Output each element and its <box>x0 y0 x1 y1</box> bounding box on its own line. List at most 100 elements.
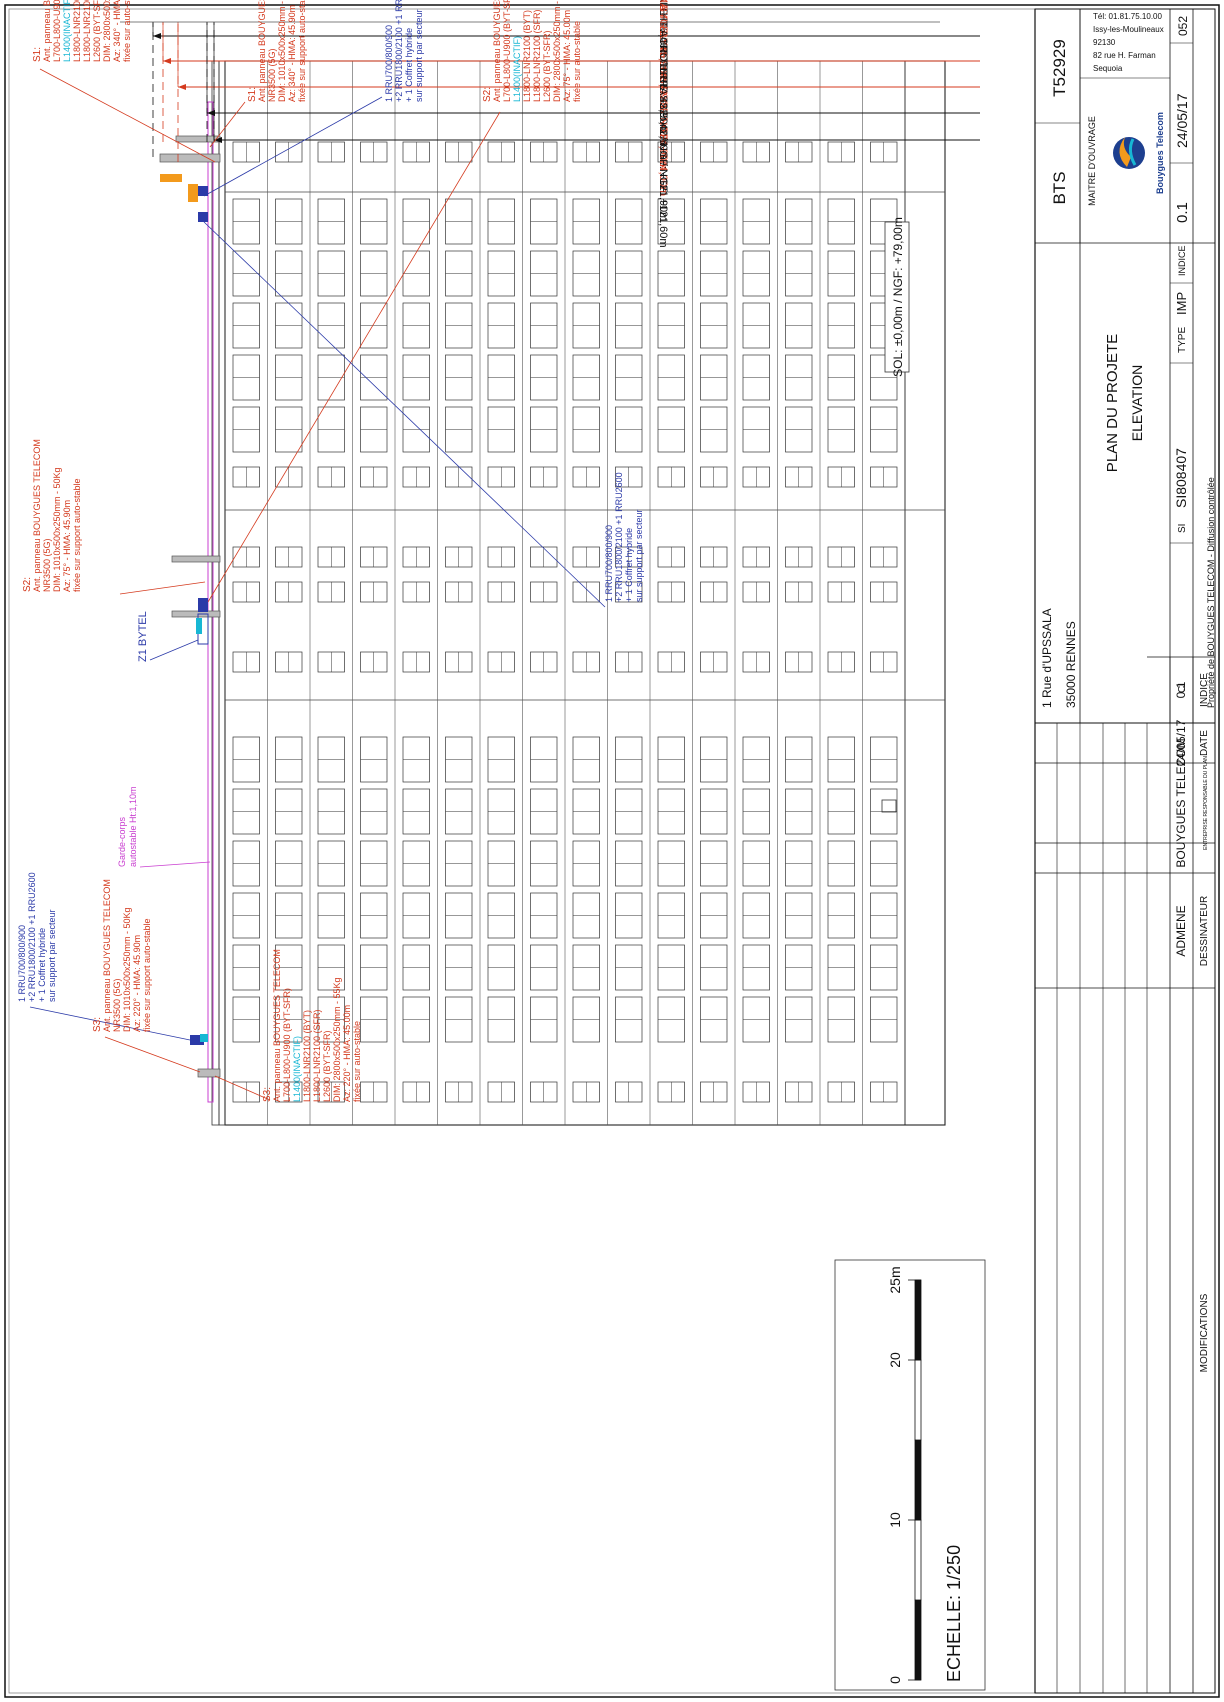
leader-s2-5g <box>119 581 206 595</box>
z1-block <box>198 598 208 612</box>
annotation-line: L1400(INACTIF) <box>62 0 72 62</box>
rev-index: 0.1 <box>1174 681 1188 698</box>
z1-cable-tray <box>196 618 202 634</box>
leader-rru-s1 <box>203 96 383 197</box>
annotation-line: DIM: 1010x500x250mm - 50Kg <box>277 0 287 102</box>
address-line-1: 1 Rue d'UPSSALA <box>1040 608 1054 708</box>
leader-s3-5g <box>104 1036 201 1073</box>
dimension-label: HT ACROTERE: 42,90m / NGF: +121,90m <box>657 13 669 222</box>
title-block: MODIFICATIONS DESSINATEUR ENTREPRISE RES… <box>1034 8 1216 1694</box>
annotation-line: L1400(INACTIF) <box>292 1036 302 1102</box>
annotation-line: L1800-LNR2100 (BYT) <box>522 10 532 102</box>
annotation-line: fixée sur support auto-stable <box>72 478 82 592</box>
annotation-line: 1 RRU700/800/900 <box>604 525 614 602</box>
annotation-line: fixée sur support auto-stable <box>297 0 307 102</box>
annotation-rru-s2: 1 RRU700/800/900+2 RRU1800/2100 +1 RRU26… <box>604 472 644 602</box>
page-number: 052 <box>1176 16 1190 36</box>
annotation-line: + 1 Coffret hybride <box>404 28 414 102</box>
dimension-label: HT SOMMITALE: 46,40m / NGF: +125,40m <box>657 0 669 146</box>
address-line: Tél: 01.81.75.10.00 <box>1093 12 1162 21</box>
annotation-line: Az: 75° - HMA: 45.00m <box>562 10 572 102</box>
annotation-line: Az: 340° - HMA: 45.00m <box>112 0 122 62</box>
annotation-rru-s1: 1 RRU700/800/900+2 RRU1800/2100 +1 RRU26… <box>384 0 424 102</box>
annotation-line: +2 RRU1800/2100 +1 RRU2600 <box>394 0 404 102</box>
sheet-inner-border <box>8 8 1216 1694</box>
scale-segment <box>914 1599 922 1681</box>
dimension-label: HMA 4G BYTEL: 45,00m / NGF: +124,00m <box>657 0 669 196</box>
scale-tick-0: 0 <box>887 1676 903 1684</box>
annotation-line: 1 RRU700/800/900 <box>17 925 27 1002</box>
annotation-line: 1 RRU700/800/900 <box>384 25 394 102</box>
building-outline <box>224 60 946 1126</box>
leader-rru-s3 <box>29 1006 191 1041</box>
owner-name: Bouygues Telecom <box>1155 112 1165 194</box>
annotation-line: +2 RRU1800/2100 +1 RRU2600 <box>614 472 624 602</box>
scale-segment <box>914 1279 922 1361</box>
scale-label: ECHELLE: 1/250 <box>944 1545 964 1682</box>
leader-guard-rail <box>139 861 211 868</box>
annotation-line: autostable Ht:1,10m <box>128 786 138 867</box>
scale-segment <box>914 1359 922 1441</box>
dimension-lines: HT SOMMITALE: 46,40m / NGF: +125,40mHMA … <box>152 0 980 248</box>
leader-s3-4g <box>214 1075 271 1101</box>
annotation-line: L700-L800-U900 (BYT-SFR) <box>502 0 512 102</box>
si-label: SI <box>1177 524 1188 533</box>
annotation-line: Ant. panneau BOUYGUES TELECOM <box>257 0 267 102</box>
annotation-line: L2600 (BYT-SFR) <box>542 30 552 102</box>
address-line: 82 rue H. Farman <box>1093 51 1156 60</box>
rev-date: 24/05/17 <box>1174 719 1188 766</box>
leader-lines <box>29 68 606 1101</box>
address-line: 92130 <box>1093 38 1116 47</box>
support-s3 <box>197 1068 221 1078</box>
annotation-line: Az: 75° - HMA: 45.90m <box>62 500 72 592</box>
annotation-line: fixée sur auto-stable <box>122 0 132 62</box>
logo-arc <box>1128 138 1137 166</box>
col-modifications: MODIFICATIONS <box>1199 1293 1210 1372</box>
scale-tick-25: 25m <box>887 1266 903 1293</box>
annotation-line: L1800-LNR2100 (BYT) <box>302 1010 312 1102</box>
rev-company: BOUYGUES TELECOM <box>1174 738 1188 867</box>
type-label: TYPE <box>1177 327 1188 353</box>
drawing-area: HT SOMMITALE: 46,40m / NGF: +125,40mHMA … <box>17 0 986 1691</box>
logo-circle <box>1113 137 1145 169</box>
rru-s3-box <box>200 1034 208 1042</box>
annotation-line: Az: 220° - HMA: 45.90m <box>132 935 142 1032</box>
annotation-line: sur support par secteur <box>47 909 57 1002</box>
building-floors <box>232 61 898 1125</box>
support-s2-left <box>171 610 221 618</box>
annotation-line: L1800-LNR2100 (SFR) <box>82 0 92 62</box>
annotation-line: L1800-LNR2100 (SFR) <box>312 1009 322 1102</box>
address-line-2: 35000 RENNES <box>1064 621 1078 708</box>
dimension-arrow <box>178 84 186 90</box>
leader-s1-4g <box>39 68 216 163</box>
rru-s2-marker <box>198 212 208 222</box>
si-value: SI808407 <box>1173 448 1189 508</box>
annotation-line: DIM: 1010x500x250mm - 50Kg <box>52 467 62 592</box>
annotation-line: L700-L800-U900 (BYT-SFR) <box>282 988 292 1102</box>
scale-bar: ECHELLE: 1/250 0 10 20 25m <box>834 1259 986 1691</box>
annotation-line: DIM: 2800x500x250mm - 55Kg <box>552 0 562 102</box>
annotation-line: L2600 (BYT-SFR) <box>322 1030 332 1102</box>
address-line: Issy-les-Moulineaux <box>1093 25 1164 34</box>
annotation-line: Az: 340° - HMA: 45.90m <box>287 5 297 102</box>
doc-title-2: ELEVATION <box>1129 365 1145 442</box>
dimension-label: HMA 5G BYTEL: 45,90m / NGF: +124,90m <box>657 0 669 170</box>
support-s2-right <box>171 555 221 563</box>
s1-antenna <box>160 174 182 182</box>
dimension-arrow <box>163 58 171 64</box>
annotation-line: NR3500 (5G) <box>42 538 52 592</box>
site-type: BTS <box>1050 171 1069 204</box>
annotation-line: Az: 220° - HMA: 45.00m <box>342 1005 352 1102</box>
annotation-line: L700-L800-U900 (BYT-SFR) <box>52 0 62 62</box>
date-value: 24/05/17 <box>1174 93 1190 148</box>
support-s1b <box>175 135 221 143</box>
owner-label: MAITRE D'OUVRAGE <box>1087 116 1097 206</box>
leader-rru-s2 <box>203 221 606 608</box>
annotation-line: NR3500 (5G) <box>112 978 122 1032</box>
annotation-line: fixée sur auto-stable <box>352 1021 362 1102</box>
roof-edge <box>218 60 226 1126</box>
